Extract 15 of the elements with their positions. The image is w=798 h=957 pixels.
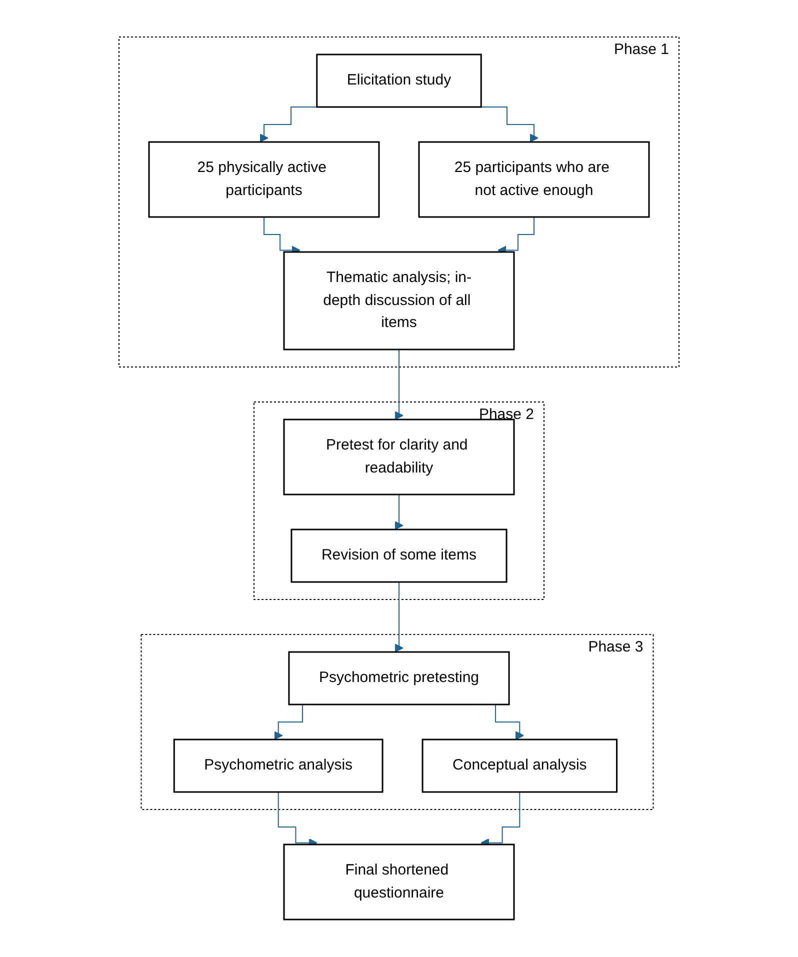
arrow [394,582,404,653]
arrow [394,349,404,420]
node-box: Psychometric analysis [173,739,384,793]
node-box: Thematic analysis; in-depth discussion of all items [283,252,515,350]
arrow [480,106,538,143]
arrow [394,494,404,530]
node-box: Elicitation study [316,54,482,108]
node-box: 25 participants who are not active enough [418,142,650,218]
node-box: 25 physically active participants [148,142,380,218]
arrow [260,106,318,143]
node-box: Revision of some items [290,529,508,583]
node-box: Psychometric pretesting [288,652,510,706]
node-box: Final shortened questionnaire [283,844,515,920]
node-box: Pretest for clarity and readability [283,419,515,496]
node-box: Conceptual analysis [422,739,618,793]
